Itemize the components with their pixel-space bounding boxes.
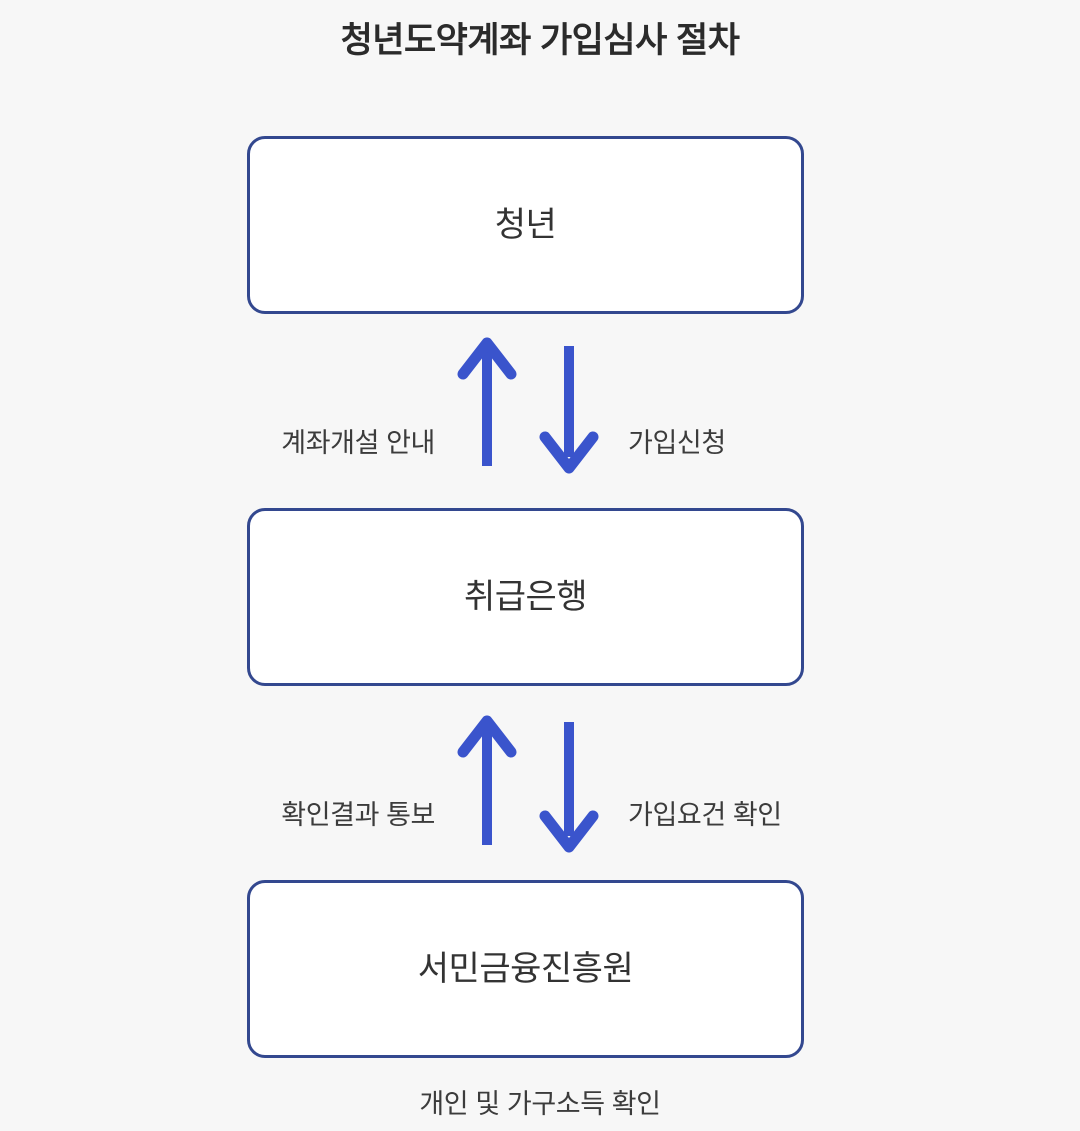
arrow-up-icon bbox=[457, 715, 517, 845]
page-title: 청년도약계좌 가입심사 절차 bbox=[340, 21, 740, 60]
node-youth: 청년 bbox=[247, 136, 804, 314]
flow-label-account-opening-guide: 계좌개설 안내 bbox=[281, 428, 435, 458]
flow-label-subscription-application: 가입신청 bbox=[628, 428, 726, 458]
node-bank-label: 취급은행 bbox=[463, 578, 588, 616]
arrow-down-icon bbox=[539, 722, 599, 853]
node-agency: 서민금융진흥원 bbox=[247, 880, 804, 1058]
flow-label-verification-result-notice: 확인결과 통보 bbox=[281, 800, 435, 830]
node-bank: 취급은행 bbox=[247, 508, 804, 686]
flow-youth-bank: 계좌개설 안내 가입신청 bbox=[0, 330, 1080, 480]
node-youth-label: 청년 bbox=[494, 206, 557, 244]
flow-arrows-bank-agency bbox=[457, 715, 599, 853]
diagram-caption: 개인 및 가구소득 확인 bbox=[419, 1089, 661, 1119]
node-agency-label: 서민금융진흥원 bbox=[417, 950, 634, 988]
arrow-down-icon bbox=[539, 346, 599, 474]
arrow-up-icon bbox=[457, 337, 517, 466]
flow-bank-agency: 확인결과 통보 가입요건 확인 bbox=[0, 702, 1080, 853]
flow-label-eligibility-check: 가입요건 확인 bbox=[628, 800, 782, 830]
flow-arrows-youth-bank bbox=[457, 337, 599, 474]
